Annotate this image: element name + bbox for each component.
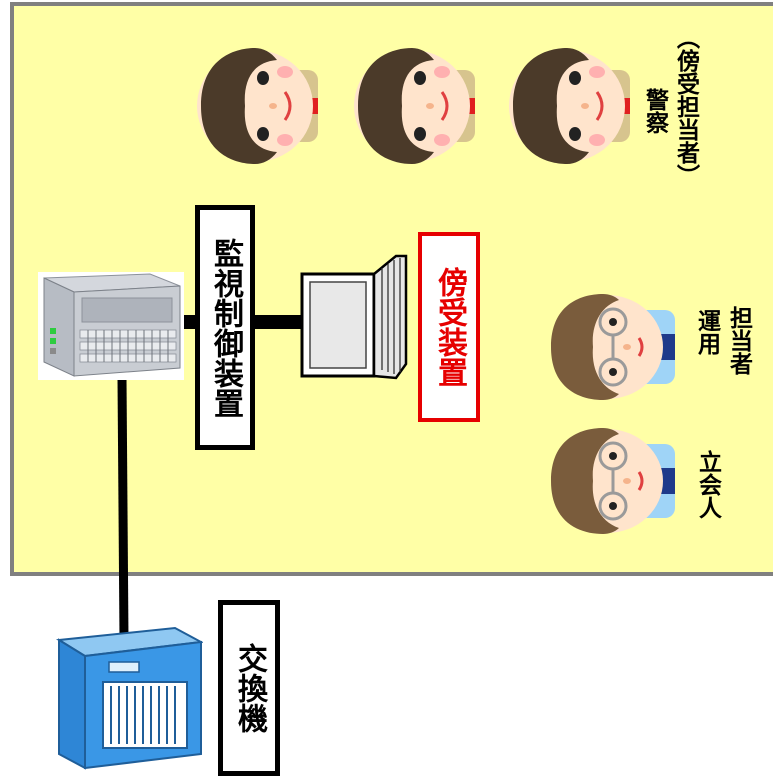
interception-device-label: 傍受装置 xyxy=(418,232,480,422)
operator-label: 運用 xyxy=(692,300,720,364)
witness-icon xyxy=(545,422,675,540)
police-label: 警察 xyxy=(640,80,668,142)
switch-label: 交換機 xyxy=(218,600,280,776)
operator-label-role: 担当者 xyxy=(724,300,752,380)
police-role-label: （傍受担当者） xyxy=(668,16,702,196)
switch-icon xyxy=(55,622,203,772)
police-officer-icon xyxy=(505,40,630,172)
laptop-icon xyxy=(300,252,408,382)
monitor-control-label: 監視制御装置 xyxy=(195,205,255,450)
server-icon xyxy=(38,272,184,380)
witness-label: 立会人 xyxy=(692,442,722,526)
police-officer-icon xyxy=(350,40,475,172)
server-switch-cable xyxy=(122,378,124,640)
operator-icon xyxy=(545,288,675,406)
police-officer-icon xyxy=(193,40,318,172)
